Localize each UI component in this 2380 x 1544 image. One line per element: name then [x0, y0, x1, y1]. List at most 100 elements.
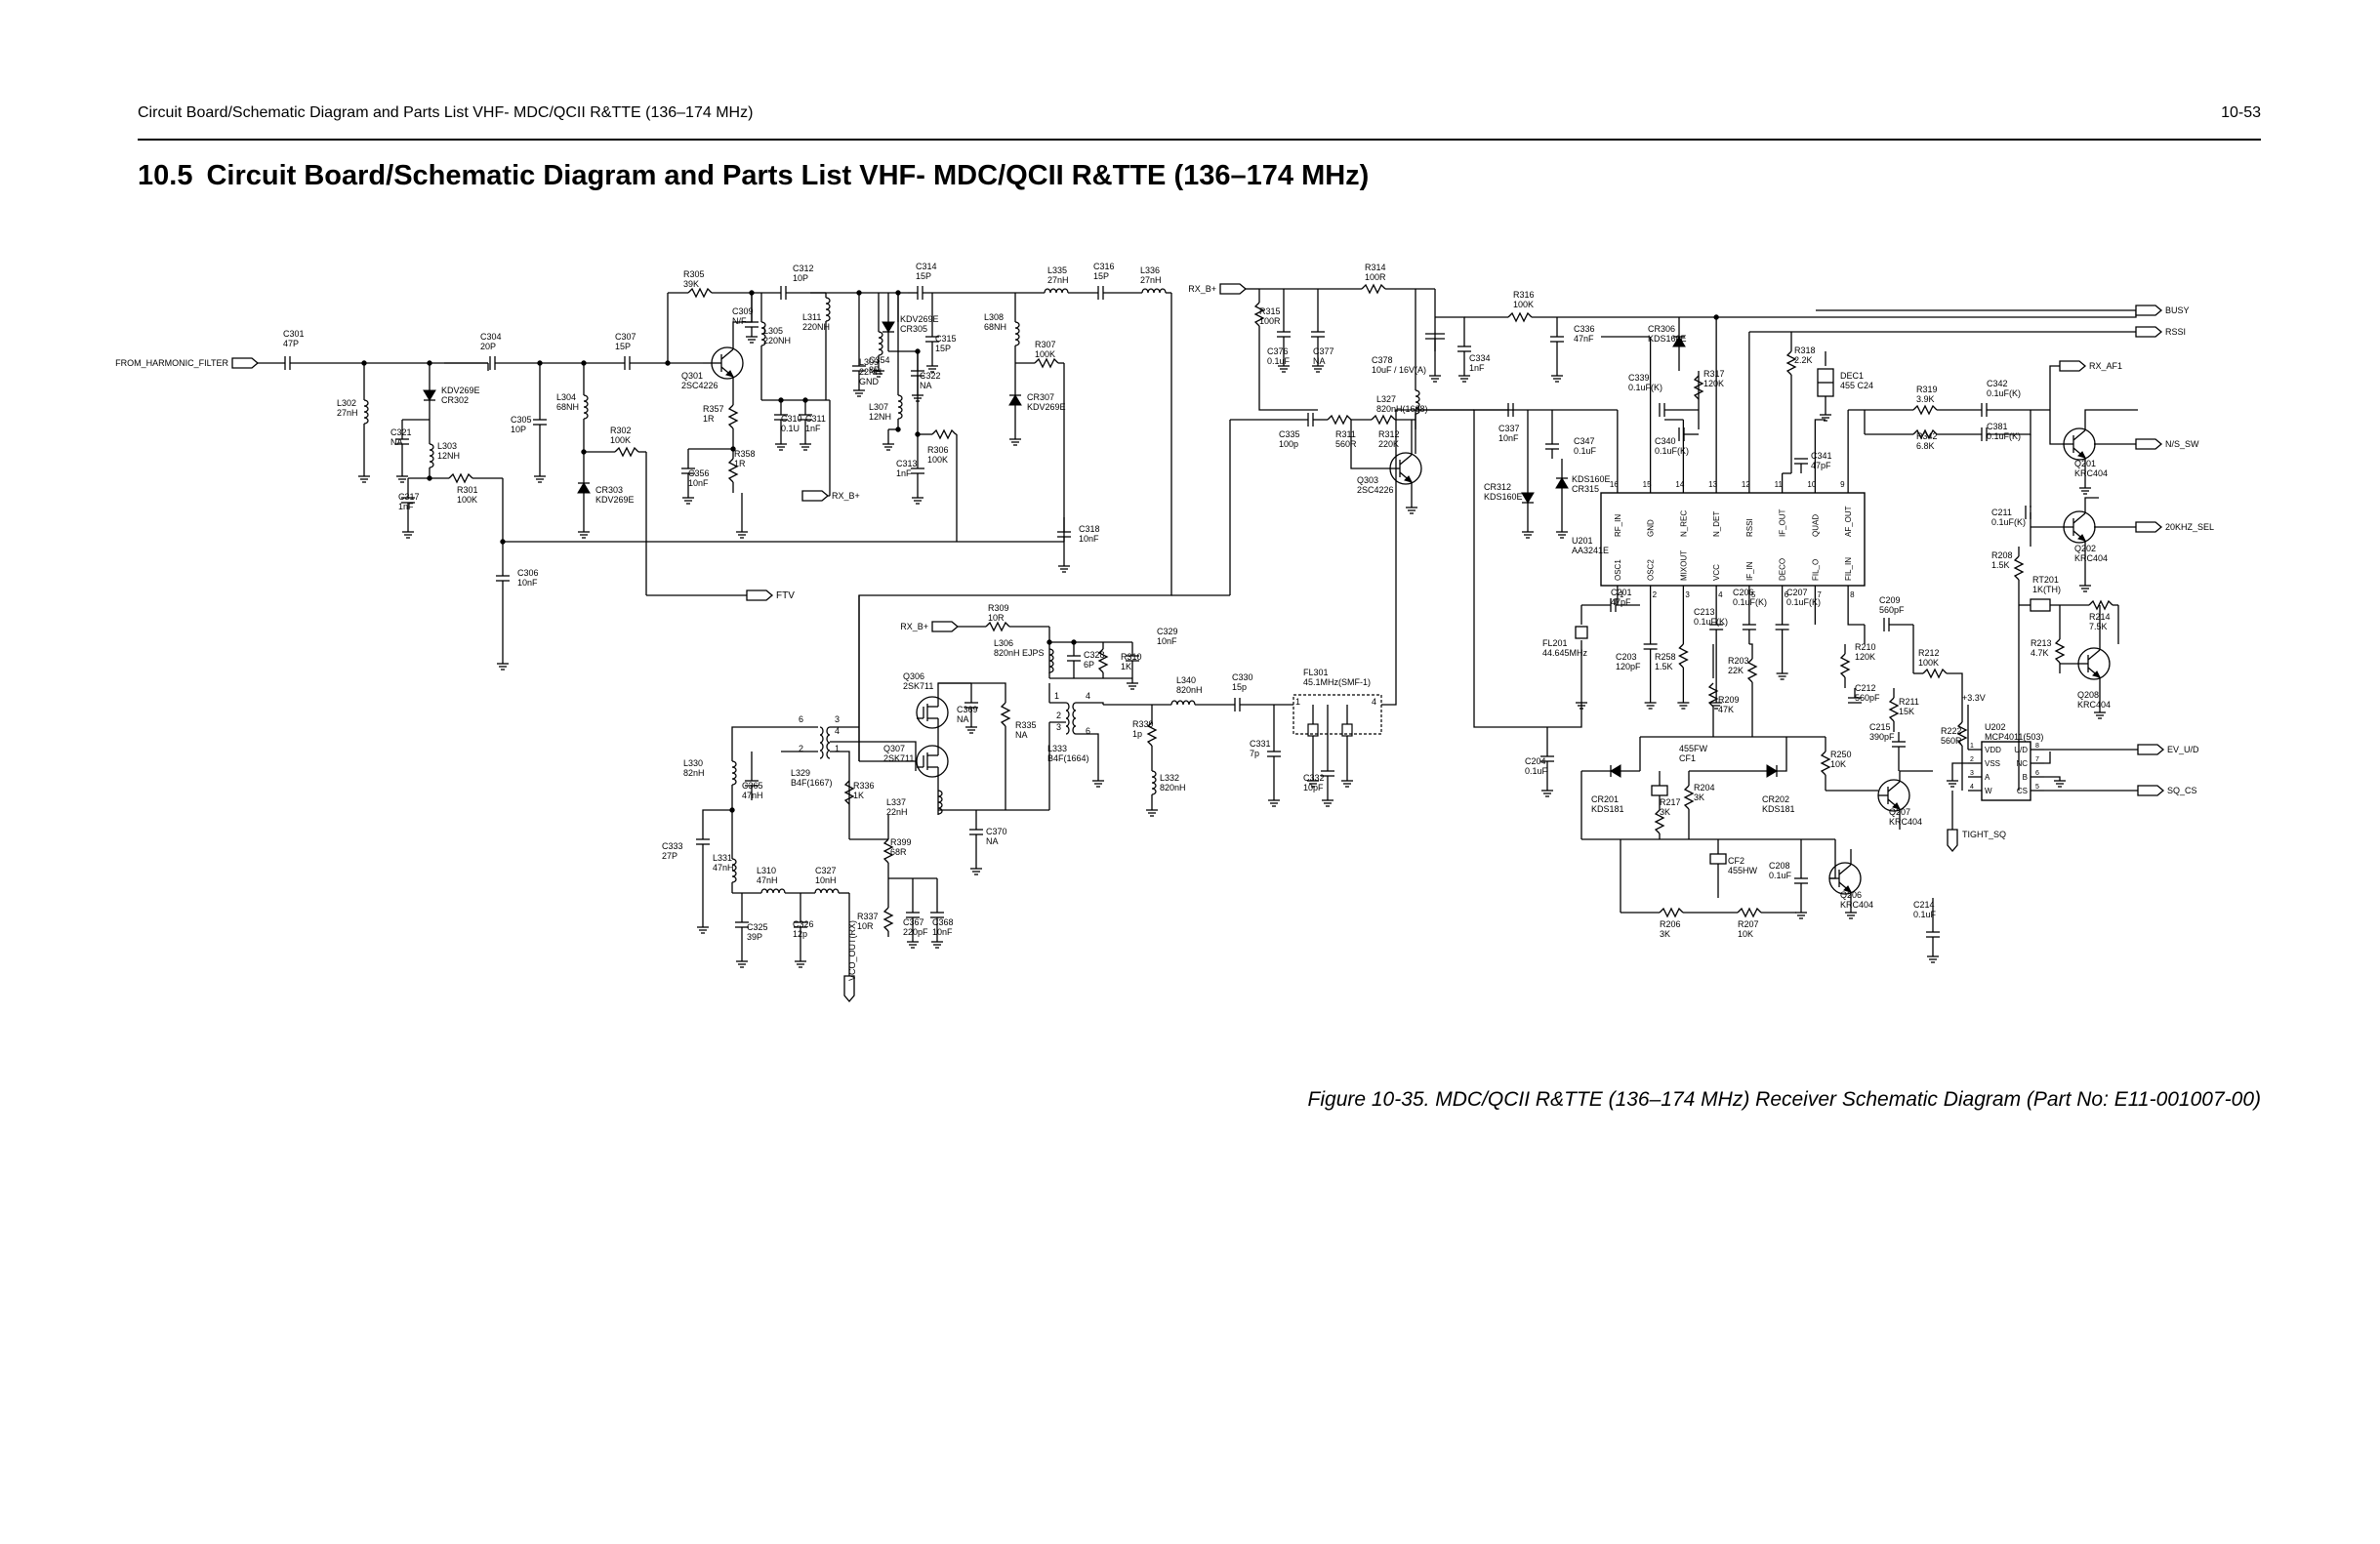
cr201-label: CR201 [1591, 794, 1619, 804]
r222-resistor [1956, 721, 1968, 747]
q307-label: 2SK711 [883, 753, 914, 763]
l329-transformer [819, 726, 824, 759]
port-sq_cs [2137, 785, 2165, 796]
c314-label: C314 [916, 262, 937, 271]
l329-pin: 4 [835, 726, 840, 736]
l335-label: 27nH [1047, 275, 1069, 285]
fl301-label: FL301 [1303, 668, 1329, 677]
r342-label: 6.8K [1916, 441, 1935, 451]
section-title: Circuit Board/Schematic Diagram and Part… [206, 160, 1370, 191]
r213-resistor [2054, 638, 2066, 664]
wire [1947, 672, 1963, 722]
c317-label: 1nF [398, 502, 414, 511]
r318-resistor [1785, 350, 1797, 376]
port-rx_b2 [931, 621, 960, 632]
u201-pin-number: 7 [1817, 590, 1822, 599]
u201-pin-number: 3 [1685, 590, 1690, 599]
port-label-rx_b1: RX_B+ [832, 491, 860, 501]
fl301-crystal [1341, 723, 1353, 737]
r319-label: 3.9K [1916, 394, 1935, 404]
r309-resistor [985, 621, 1010, 632]
fl301-pin: 1 [1295, 697, 1300, 707]
schematic-wires [258, 288, 2138, 976]
l340-inductor [1170, 700, 1196, 706]
r309-label: R309 [988, 603, 1009, 613]
c312-label: C312 [793, 264, 814, 273]
schematic-symbols [231, 283, 2165, 1003]
c214-label: 0.1uF [1913, 910, 1937, 919]
wire [2044, 776, 2061, 781]
fl201-label: FL201 [1542, 638, 1568, 648]
q202-label: KRC404 [2074, 553, 2108, 563]
r250-resistor [1820, 751, 1831, 776]
figure-caption: Figure 10-35. MDC/QCII R&TTE (136–174 MH… [1307, 1088, 2261, 1111]
r337-label: 10R [857, 921, 874, 931]
port-label-rx_b3: RX_B+ [1188, 284, 1216, 294]
cr201-label: KDS181 [1591, 804, 1624, 814]
r336-label: R336 [853, 781, 875, 791]
r203-resistor [1746, 658, 1758, 683]
cr307-label: KDV269E [1027, 402, 1066, 412]
c333-label: C333 [662, 841, 683, 851]
l304-label: L304 [556, 392, 576, 402]
schematic-labels: FROM_HARMONIC_FILTERC30147PL30227nHKDV26… [115, 262, 2214, 981]
l333-pin: 2 [1056, 711, 1061, 720]
l332-label: 820nH [1160, 783, 1186, 792]
cr307-diode [1008, 394, 1022, 406]
r203-label: 22K [1728, 666, 1744, 675]
cr305-label: KDV269E [900, 314, 939, 324]
rt201-thermistor [2030, 598, 2051, 612]
port-vco_out [843, 975, 855, 1003]
l308-label: L308 [984, 312, 1004, 322]
wire [1258, 337, 1318, 411]
r217-label: R217 [1660, 797, 1681, 807]
u202-pin-number: 1 [1970, 743, 1974, 750]
q301-label: 2SC4226 [681, 381, 718, 390]
u202-ic-body [1981, 741, 2031, 801]
c330-label: C330 [1232, 672, 1253, 682]
rt201-label: RT201 [2032, 575, 2059, 585]
c356-label: 10nF [688, 478, 709, 488]
c347-label: 0.1uF [1574, 446, 1597, 456]
l302-label: L302 [337, 398, 356, 408]
r204-label: 3K [1694, 792, 1704, 802]
l303-label: L303 [437, 441, 457, 451]
port-label-khz_sel: 20KHZ_SEL [2165, 522, 2214, 532]
r217-label: 3K [1660, 807, 1670, 817]
wire [830, 751, 850, 781]
r342-label: R342 [1916, 431, 1938, 441]
r339-resistor [1146, 721, 1158, 747]
c328-label: C328 [1084, 650, 1105, 660]
c316-label: 15P [1093, 271, 1109, 281]
wire [1076, 702, 1104, 705]
u202-pin-number: 5 [2035, 784, 2039, 791]
q208-transistor [2087, 649, 2101, 661]
c307-label: C307 [615, 332, 636, 342]
port-label-ev_ud: EV_U/D [2167, 745, 2199, 754]
r209-label: 47K [1718, 705, 1734, 714]
q207-transistor [1887, 781, 1901, 792]
l336-label: L336 [1140, 265, 1160, 275]
wire [1951, 762, 1968, 781]
page-number: 10-53 [2221, 104, 2261, 121]
r357-label: R357 [703, 404, 724, 414]
u201-pin-number: 4 [1718, 590, 1723, 599]
cr315-diode [1555, 477, 1569, 489]
port-ns_sw [2135, 438, 2163, 450]
u201-pin-number: 15 [1643, 480, 1652, 489]
l337-label: 22nH [886, 807, 908, 817]
u202-pin-number: 6 [2035, 770, 2039, 777]
r306-resistor [931, 428, 957, 440]
cr302-label: KDV269E [441, 386, 480, 395]
cr202-label: CR202 [1762, 794, 1789, 804]
c326-label: 12p [793, 929, 807, 939]
r208-label: 1.5K [1991, 560, 2010, 570]
u201-pin-number: 5 [1751, 590, 1756, 599]
port-ev_ud [2137, 744, 2165, 755]
c209-label: 560pF [1879, 605, 1905, 615]
r210-label: 120K [1855, 652, 1875, 662]
r204-resistor [1683, 785, 1695, 810]
c370-label: C370 [986, 827, 1007, 836]
section-number: 10.5 [138, 160, 193, 191]
c329-label: C329 [1157, 627, 1178, 636]
